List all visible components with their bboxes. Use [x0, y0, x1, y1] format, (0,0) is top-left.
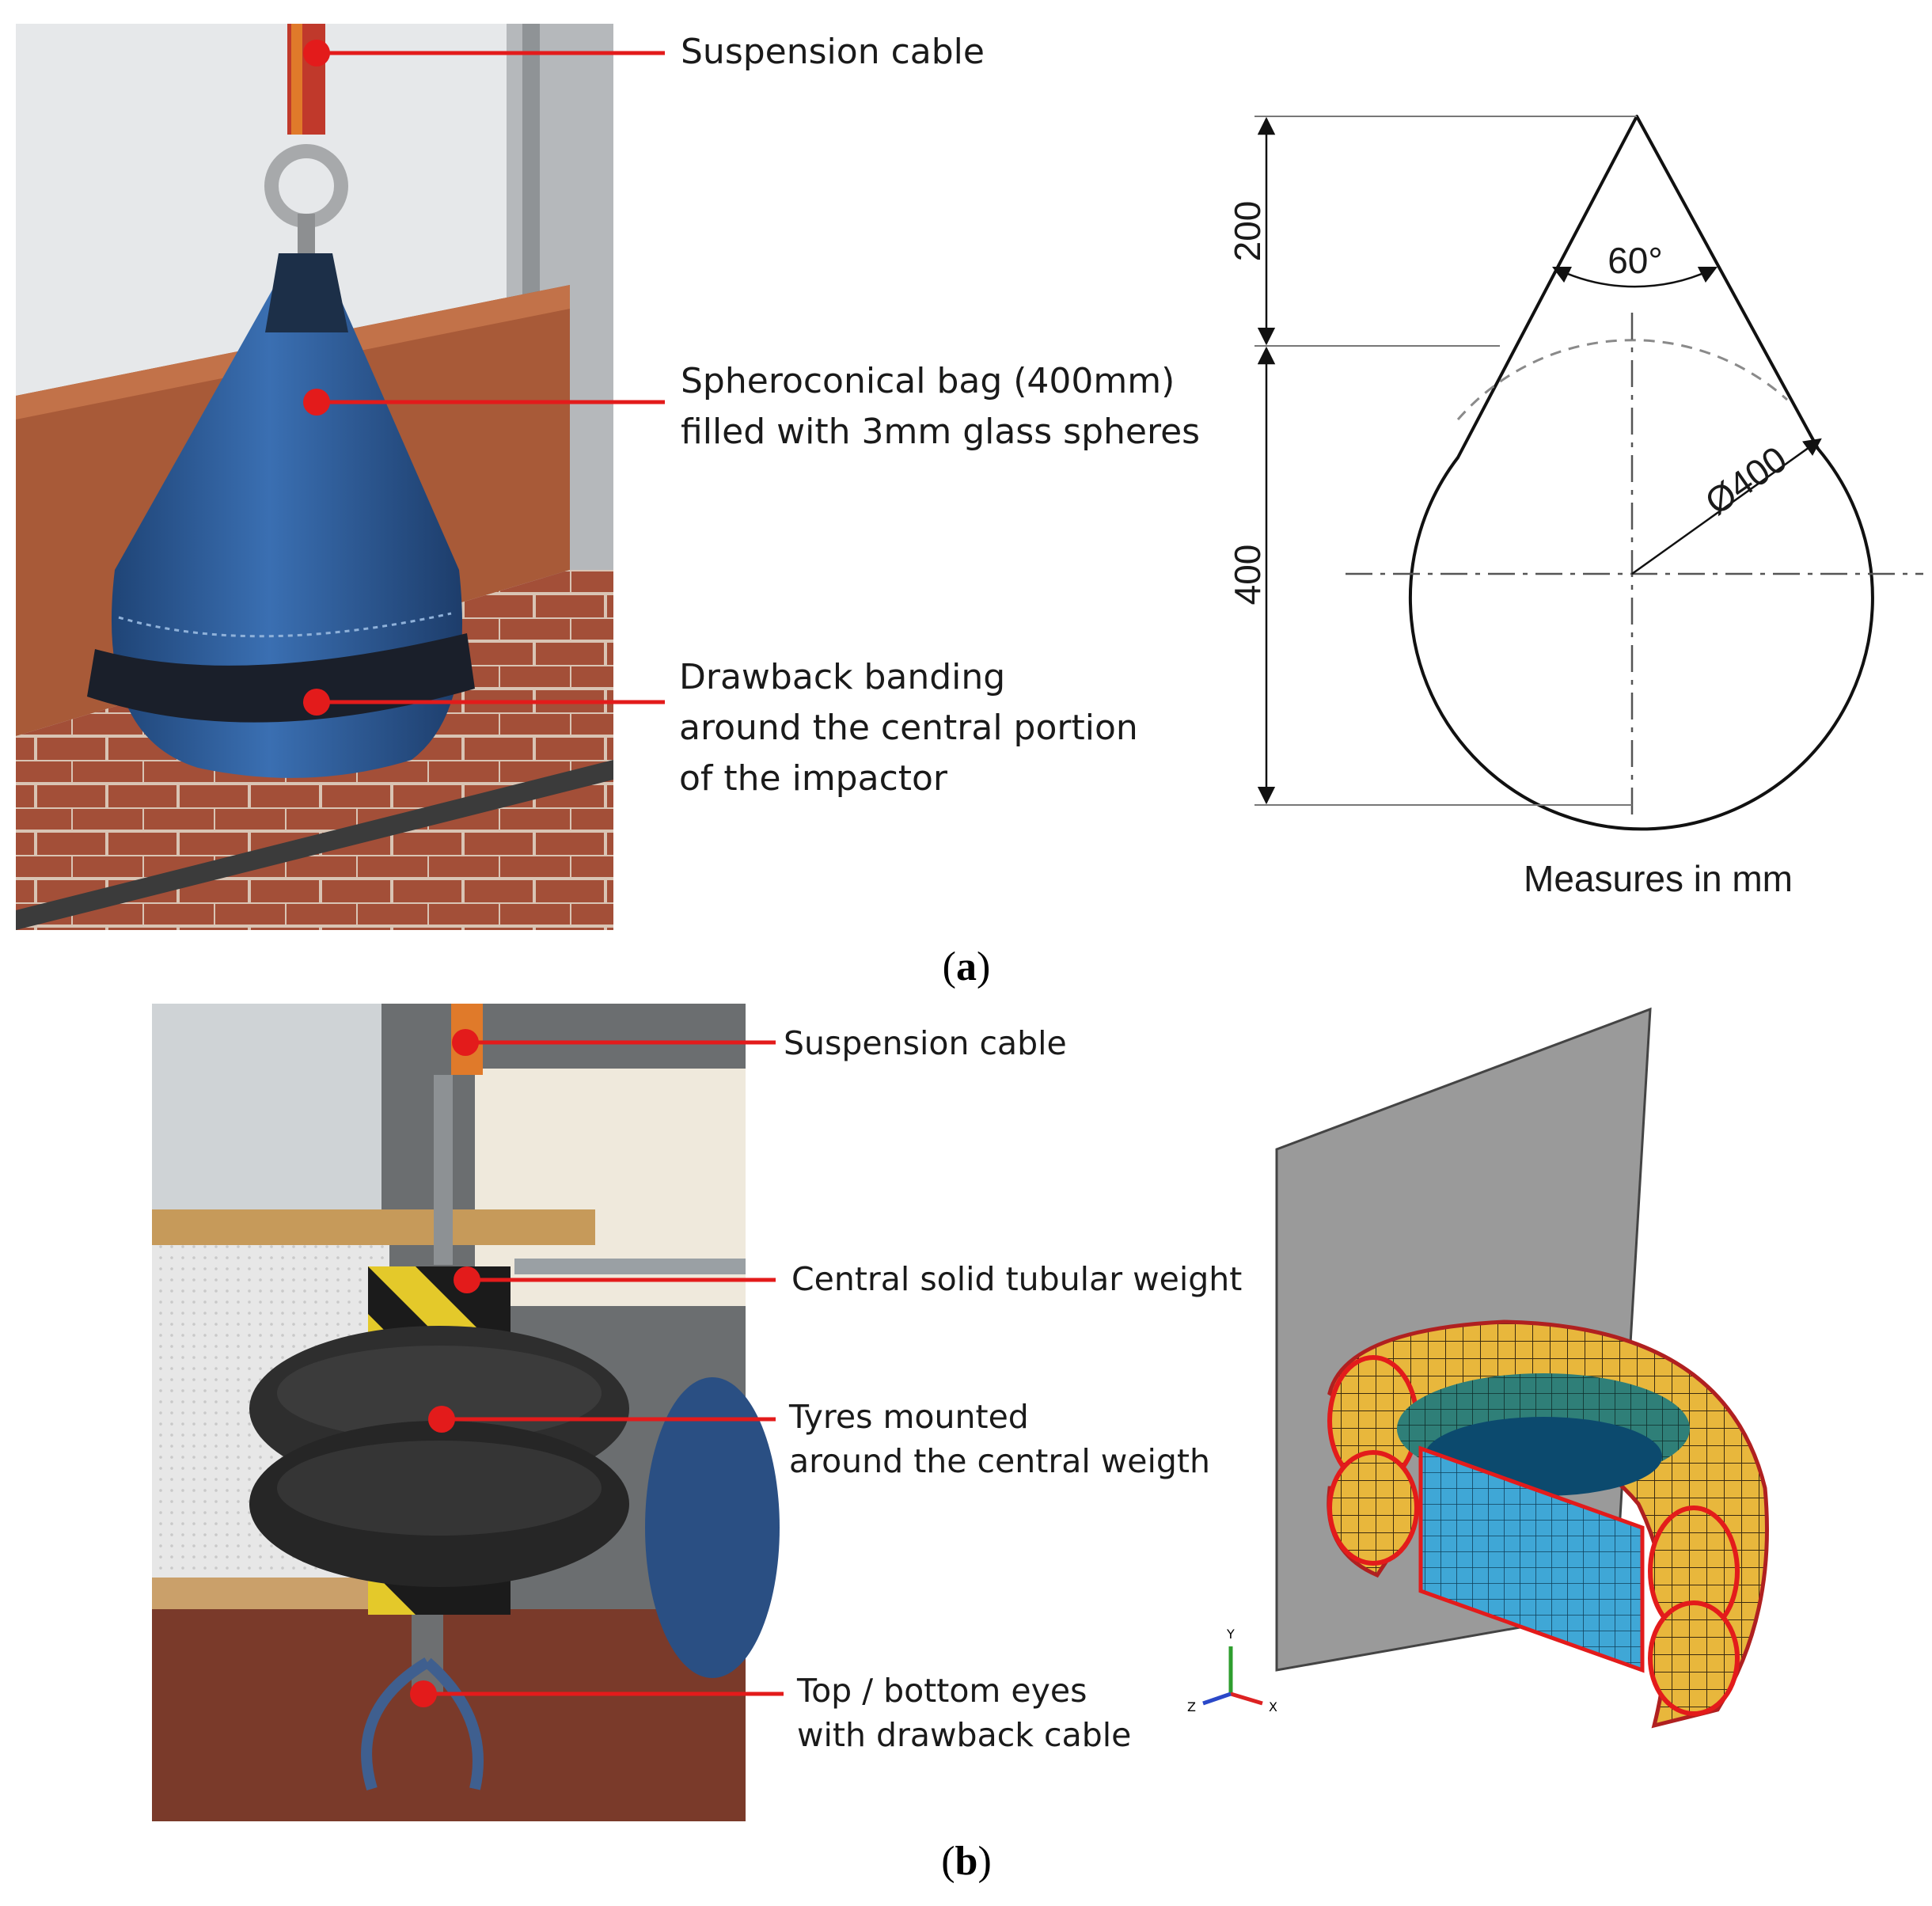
units-note: Measures in mm: [1524, 858, 1793, 899]
central-weight-mesh: [1418, 1445, 1645, 1673]
callout-panel-a-0: Suspension cable: [303, 32, 985, 72]
photo-tyre-impactor: [152, 1004, 780, 1821]
callout-dot: [410, 1680, 437, 1707]
impactor-technical-drawing: [1254, 115, 1923, 831]
caption-a: (a): [943, 944, 991, 989]
callout-label: Central solid tubular weight: [791, 1260, 1242, 1298]
callout-panel-a-1: Spheroconical bag (400mm)filled with 3mm…: [303, 361, 1200, 452]
callout-dot: [303, 40, 330, 66]
diameter-leader: [1631, 438, 1822, 575]
dim-cone-label: 200: [1227, 201, 1268, 262]
diameter-label: Ø400: [1698, 438, 1794, 522]
caption-b: (b): [941, 1839, 992, 1884]
callout-dot: [454, 1266, 480, 1293]
callout-label: Spheroconical bag (400mm)filled with 3mm…: [681, 361, 1200, 452]
callout-label: Suspension cable: [784, 1024, 1067, 1062]
angle-label: 60°: [1607, 240, 1663, 281]
dim-sphere-label: 400: [1227, 545, 1268, 606]
callout-panel-b-0: Suspension cable: [452, 1024, 1067, 1062]
angle-arc: [1551, 266, 1718, 288]
fe-model-render: [1202, 1007, 1769, 1729]
drop-outline: [1409, 115, 1874, 831]
callout-dot: [303, 389, 330, 416]
axis-y-label: Y: [1226, 1627, 1235, 1642]
callout-dot: [452, 1029, 479, 1056]
callout-label: Suspension cable: [681, 32, 985, 72]
photo-spheroconical-bag: [16, 24, 613, 930]
axis-x-label: X: [1269, 1699, 1277, 1714]
callout-panel-b-1: Central solid tubular weight: [454, 1260, 1242, 1298]
axis-z-label: Z: [1187, 1699, 1196, 1714]
callout-dot: [428, 1406, 455, 1433]
hidden-sphere-arc: [1456, 339, 1789, 420]
callout-dot: [303, 689, 330, 716]
